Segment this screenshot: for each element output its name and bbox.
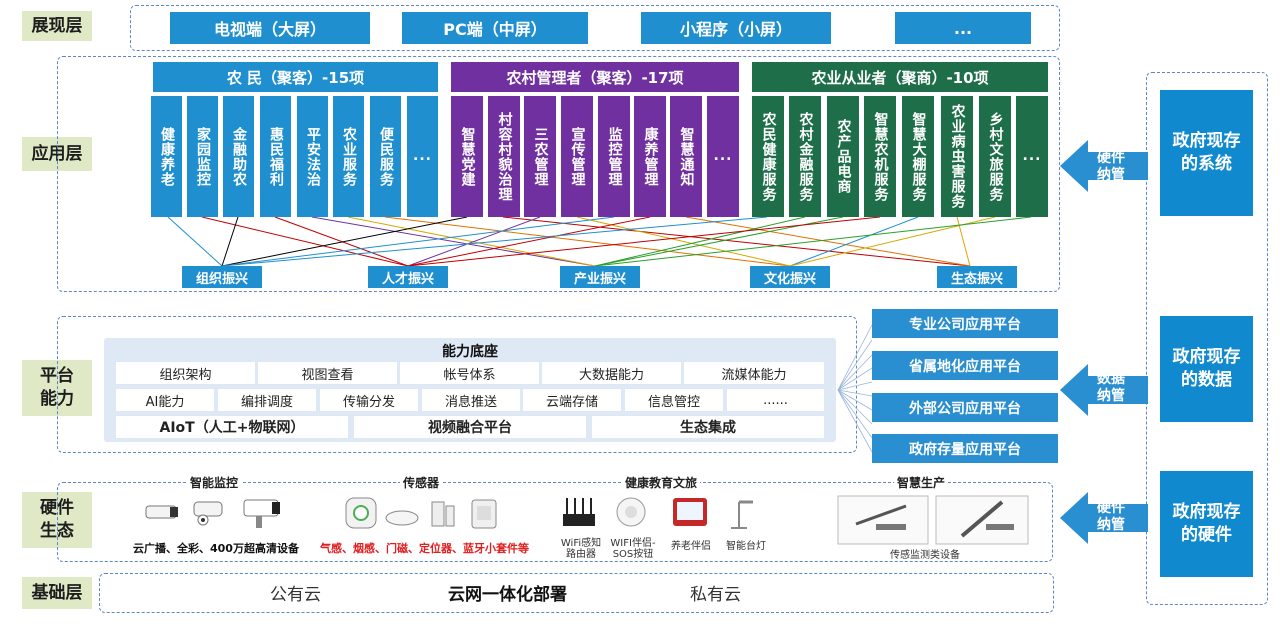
gov-systems: 政府现存的系统 (1160, 90, 1253, 216)
camera-icons (140, 494, 290, 534)
arrow-label-hardware-top: 硬件纳管 (1093, 150, 1129, 184)
platform-provincial: 省属地化应用平台 (872, 351, 1058, 380)
device-label-lamp: 智能台灯 (724, 541, 768, 552)
platform-fan-line (838, 340, 872, 390)
desk-lamp-icon (731, 502, 753, 528)
hardware-group-production: 智慧生产 (894, 474, 948, 491)
sos-button-icon (617, 498, 645, 526)
base-frame (99, 573, 1054, 613)
platform-fan-line (838, 390, 872, 438)
arrow-label-hardware-bottom: 硬件纳管 (1093, 500, 1129, 534)
base-cloud-network: 云网一体化部署 (448, 580, 567, 605)
door-sensor-icon (432, 502, 454, 526)
platform-external: 外部公司应用平台 (872, 393, 1058, 422)
dual-camera-icon (194, 502, 222, 525)
device-label-router: WiFi感知路由器 (556, 538, 606, 560)
platform-professional: 专业公司应用平台 (872, 309, 1058, 338)
gov-hardware: 政府现存的硬件 (1160, 471, 1253, 577)
hardware-group-sensors: 传感器 (400, 474, 442, 491)
platform-fan-line (838, 355, 872, 390)
gov-data: 政府现存的数据 (1160, 316, 1253, 422)
base-private-cloud: 私有云 (690, 580, 741, 605)
water-sensor-icon (936, 496, 1028, 544)
platform-fan-line (838, 325, 872, 390)
hd-camera-icon (244, 500, 280, 528)
sensor-icons (340, 494, 510, 534)
base-public-cloud: 公有云 (270, 580, 321, 605)
platform-fan-line (838, 368, 872, 390)
device-label-sos: WIFI伴侣-SOS按钮 (609, 538, 657, 560)
router-icon (563, 498, 595, 526)
production-description: 传感监测类设备 (880, 550, 970, 561)
platform-government: 政府存量应用平台 (872, 434, 1058, 463)
bullet-camera-icon (146, 506, 178, 518)
layer-label-base: 基础层 (22, 577, 92, 609)
production-device-icons (836, 494, 1036, 548)
smoke-sensor-icon (386, 511, 418, 525)
hardware-group-monitoring: 智能监控 (187, 474, 241, 491)
hardware-group-health: 健康教育文旅 (622, 474, 700, 491)
health-device-icons (555, 494, 770, 534)
bluetooth-kit-icon (472, 500, 496, 528)
platform-fan-line (838, 390, 872, 452)
elderly-companion-icon (673, 498, 707, 526)
gas-sensor-icon (346, 498, 376, 528)
device-label-companion: 养老伴侣 (666, 541, 716, 552)
monitor-description: 云广播、全彩、400万超高清设备 (133, 540, 299, 556)
soil-sensor-icon (838, 496, 928, 544)
arrow-label-data: 数据纳管 (1093, 371, 1129, 405)
sensor-description: 气感、烟感、门磁、定位器、蓝牙小套件等 (320, 540, 529, 556)
